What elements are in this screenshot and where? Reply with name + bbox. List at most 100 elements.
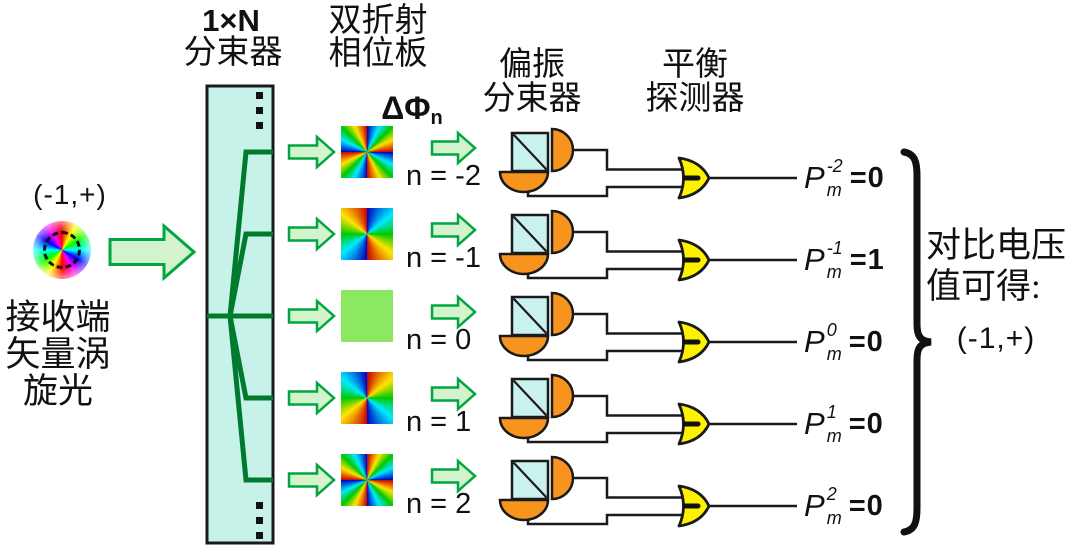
mode-label-n-minus-1: n = -1 <box>406 242 481 274</box>
fan-line-n2 <box>227 315 273 483</box>
splitter-header-line1: 1×N <box>202 3 260 38</box>
wire-bottom <box>526 349 684 362</box>
phase-plate-n-plus-1 <box>341 372 393 424</box>
p-superscript: 2 <box>826 484 837 504</box>
wire-top <box>573 312 684 335</box>
channel-row-n-minus-2 <box>287 127 797 200</box>
ellipsis-dot <box>256 517 263 524</box>
power-output-label-n-minus-1: P-1 m =1 <box>804 237 885 283</box>
wire-top <box>573 394 684 417</box>
arrow-icon <box>287 462 336 498</box>
phase-shift-label: ΔΦn <box>381 92 442 128</box>
pbs-header-line2: 分束器 <box>482 81 582 117</box>
fan-line-n1 <box>227 315 273 401</box>
result-state-label: (-1,+) <box>956 322 1036 355</box>
fan-line-n-1 <box>227 231 273 317</box>
wire-bottom <box>526 513 684 526</box>
p-value: =1 <box>849 243 885 276</box>
phase-shift-symbol: ΔΦ <box>381 90 431 126</box>
mode-label-n-plus-2: n = 2 <box>406 488 472 520</box>
curly-brace <box>900 148 932 536</box>
phase-shift-subscript: n <box>430 107 443 129</box>
arrow-icon <box>287 298 336 334</box>
input-caption-line2: 矢量涡 <box>5 335 111 374</box>
arrow-icon <box>287 380 336 416</box>
splitter-header-line2: 分束器 <box>183 35 283 71</box>
arrow-icon <box>430 458 477 494</box>
result-text-line1: 对比电压 <box>926 226 1067 265</box>
arrow-icon <box>287 216 336 252</box>
arrow-icon <box>430 294 477 330</box>
pbs-diagonal <box>512 297 548 335</box>
p-value: =0 <box>848 489 884 522</box>
mode-label-n-plus-1: n = 1 <box>406 406 472 438</box>
phase-plate-n-minus-2 <box>341 126 393 178</box>
phase-plate-n-plus-2 <box>341 454 393 506</box>
mode-label-n-0: n = 0 <box>406 324 472 356</box>
p-symbol: P <box>804 242 825 277</box>
p-superscript: -1 <box>826 238 843 258</box>
wire-bottom <box>526 185 684 198</box>
detector-header-line1: 平衡 <box>662 47 728 83</box>
phase-plate-n-0 <box>341 290 393 342</box>
fan-line-n-2 <box>227 149 273 317</box>
ellipsis-dot <box>256 107 263 114</box>
wire-top <box>573 230 684 253</box>
splitter-fan-lines <box>207 149 273 483</box>
channel-row-n-plus-1 <box>287 373 797 446</box>
ellipsis-dot <box>256 92 263 99</box>
p-subscript: m <box>826 426 842 446</box>
p-symbol: P <box>804 488 825 523</box>
photodiode-bottom-icon <box>498 416 550 440</box>
p-value: =0 <box>848 325 884 358</box>
p-superscript: -2 <box>826 156 843 176</box>
p-superscript: 1 <box>826 402 837 422</box>
p-symbol: P <box>804 160 825 195</box>
result-text-line2: 值可得: <box>926 267 1041 306</box>
arrow-icon <box>430 130 477 166</box>
input-caption-line1: 接收端 <box>5 298 111 337</box>
photodiode-right-icon <box>550 209 575 255</box>
input-state-label: (-1,+) <box>33 179 107 210</box>
photodiode-bottom-icon <box>498 252 550 276</box>
ellipsis-dot <box>256 532 263 539</box>
wire-top <box>573 148 684 171</box>
channel-row-n-minus-1 <box>287 209 797 282</box>
vortex-beam-icon <box>26 214 98 286</box>
input-arrow-icon <box>108 222 197 282</box>
mode-label-n-minus-2: n = -2 <box>406 160 481 192</box>
wire-top <box>573 476 684 499</box>
ellipsis-dot <box>256 502 263 509</box>
arrow-icon <box>430 212 477 248</box>
detector-header-line2: 探测器 <box>645 81 745 117</box>
channel-row-n-plus-2 <box>287 455 797 528</box>
phase-plate-n-minus-1 <box>341 208 393 260</box>
pbs-diagonal <box>512 215 548 253</box>
wire-bottom <box>526 267 684 280</box>
p-value: =0 <box>849 161 885 194</box>
p-subscript: m <box>826 262 842 282</box>
photodiode-right-icon <box>550 455 575 501</box>
photodiode-bottom-icon <box>498 498 550 522</box>
p-superscript: 0 <box>826 320 837 340</box>
waveplate-header-line1: 双折射 <box>328 3 428 39</box>
arrow-icon <box>287 134 336 170</box>
p-subscript: m <box>826 344 842 364</box>
waveplate-header-line2: 相位板 <box>328 36 428 72</box>
pbs-diagonal <box>512 461 548 499</box>
wire-bottom <box>526 431 684 444</box>
photodiode-bottom-icon <box>498 170 550 194</box>
p-subscript: m <box>826 508 842 528</box>
channel-row-n-0 <box>287 291 797 364</box>
photodiode-right-icon <box>550 127 575 173</box>
pbs-header-line1: 偏振 <box>499 47 565 83</box>
input-caption-line3: 旋光 <box>22 372 94 411</box>
photodiode-right-icon <box>550 373 575 419</box>
p-value: =0 <box>848 407 884 440</box>
